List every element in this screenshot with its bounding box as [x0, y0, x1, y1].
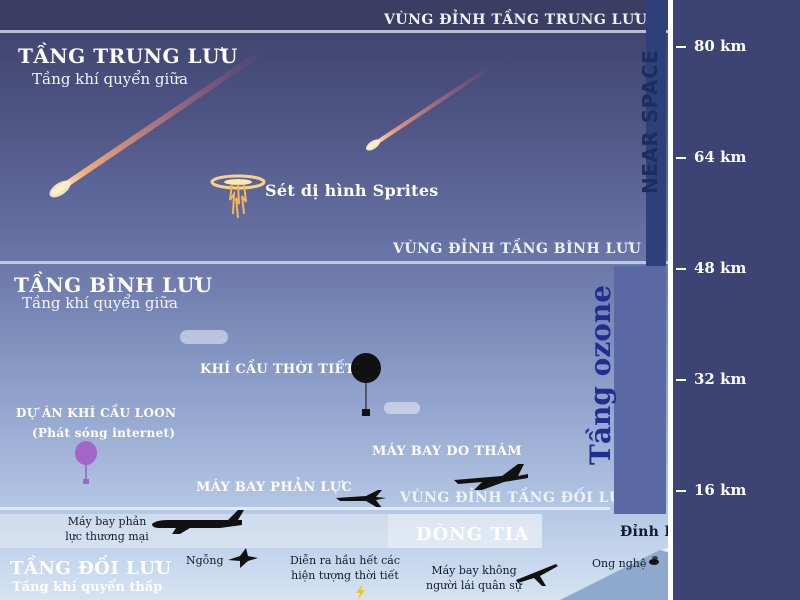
mesosphere-title: TẦNG TRUNG LƯU [18, 44, 238, 68]
goose-icon [228, 548, 258, 568]
mesopause-band [0, 0, 668, 30]
tick-64km [676, 157, 686, 159]
tropopause-line [0, 507, 610, 510]
cloud [180, 330, 228, 344]
jet-stream-band [0, 514, 542, 548]
weather-label-line1: Diễn ra hầu hết các [289, 554, 401, 567]
jet-stream-label: DÒNG TIA [416, 524, 530, 545]
altitude-axis [668, 0, 673, 600]
loon-balloon-icon [75, 441, 97, 484]
loon-sublabel: (Phát sóng internet) [32, 426, 176, 440]
tick-label-64km: 64 km [694, 148, 747, 166]
tick-label-80km: 80 km [694, 37, 747, 55]
airliner-label-line2: lực thương mại [65, 530, 149, 543]
tick-80km [676, 46, 686, 48]
sprites-label: Sét dị hình Sprites [265, 181, 439, 200]
weather-label-line2: hiện tượng thời tiết [291, 569, 399, 582]
drone-label-line1: Máy bay không [431, 564, 517, 577]
cloud [384, 402, 420, 414]
weather-balloon-label: KHÍ CẦU THỜI TIẾT [200, 362, 355, 377]
jet-icon [336, 490, 386, 508]
mesosphere-subtitle: Tầng khí quyển giữa [32, 70, 188, 88]
sprite-lightning-icon [210, 174, 266, 219]
bee-icon [649, 556, 659, 565]
tick-48km [676, 268, 686, 270]
jet-label: MÁY BAY PHẢN LỰC [196, 480, 353, 495]
tick-16km [676, 490, 686, 492]
weather-balloon-icon [351, 353, 381, 416]
tick-label-48km: 48 km [694, 259, 747, 277]
stratosphere-subtitle: Tầng khí quyển giữa [22, 294, 178, 312]
spy-plane-icon [454, 464, 528, 490]
mesopause-line [0, 30, 668, 33]
troposphere-subtitle: Tầng khí quyển thấp [12, 580, 163, 595]
drone-label-line2: người lái quân sự [426, 579, 522, 592]
lightning-icon [356, 584, 365, 600]
stratosphere-title: TẦNG BÌNH LƯU [14, 273, 213, 297]
near-space-label-wrap: NEAR SPACE [626, 44, 662, 194]
ozone-label: Tầng ozone [584, 284, 617, 465]
airliner-icon [152, 510, 244, 534]
jet-stream-box [388, 514, 542, 548]
tick-32km [676, 379, 686, 381]
stratopause-label: VÙNG ĐỈNH TẦNG BÌNH LƯU [393, 241, 642, 257]
troposphere-title: TẦNG ĐỐI LƯU [10, 558, 172, 579]
ozone-band [614, 266, 666, 514]
mesopause-label: VÙNG ĐỈNH TẦNG TRUNG LƯU [384, 12, 648, 28]
bee-label: Ong nghệ [592, 557, 647, 570]
tropopause-label: VÙNG ĐỈNH TẦNG ĐỐI LƯU [400, 490, 635, 506]
stratopause-line [0, 261, 668, 264]
tick-label-32km: 32 km [694, 370, 747, 388]
loon-label: DỰ ÁN KHÍ CẦU LOON [16, 406, 177, 420]
near-space-label: NEAR SPACE [638, 49, 662, 194]
drone-icon [516, 564, 558, 586]
altitude-axis-panel [673, 0, 800, 600]
spy-plane-label: MÁY BAY DO THÁM [372, 444, 522, 459]
goose-label: Ngỗng [186, 554, 224, 567]
airliner-label-line1: Máy bay phản [67, 515, 147, 528]
weather-label: Diễn ra hầu hết các hiện tượng thời tiết [286, 553, 404, 583]
drone-label: Máy bay không người lái quân sự [424, 563, 524, 593]
tick-label-16km: 16 km [694, 481, 747, 499]
airliner-label: Máy bay phản lực thương mại [58, 514, 156, 544]
